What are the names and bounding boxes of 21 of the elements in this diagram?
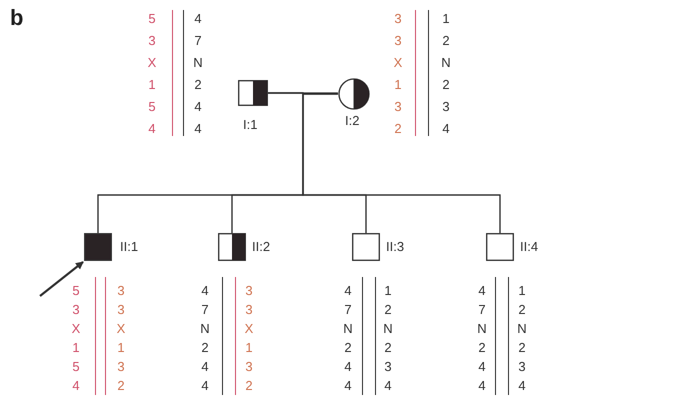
individual-label: II:2 <box>252 240 270 254</box>
panel-letter: b <box>10 6 24 30</box>
haplotype-column: 3 3 X 1 3 2 <box>392 8 404 140</box>
haplotype-column: 5 3 X 1 5 4 <box>146 8 158 140</box>
haplotype-column: 4 7 N 2 4 4 <box>342 281 354 395</box>
individual-label: II:1 <box>120 240 138 254</box>
individual-label: II:3 <box>386 240 404 254</box>
haplotype-column: 1 2 N 2 3 4 <box>382 281 394 395</box>
haplotype-column: 4 7 N 2 4 4 <box>476 281 488 395</box>
haplotype-column: 4 7 N 2 4 4 <box>199 281 211 395</box>
haplotype-column: 3 3 X 1 3 2 <box>243 281 255 395</box>
individual-label: I:1 <box>243 118 258 132</box>
haplotype-column: 1 2 N 2 3 4 <box>516 281 528 395</box>
haplotype-column: 5 3 X 1 5 4 <box>70 281 82 395</box>
haplotype-column: 3 3 X 1 3 2 <box>115 281 127 395</box>
pedigree-line <box>302 93 501 233</box>
proband-arrow <box>39 261 84 297</box>
haplotype-column: 1 2 N 2 3 4 <box>440 8 452 140</box>
individual-label: I:2 <box>345 114 360 128</box>
haplotype-column: 4 7 N 2 4 4 <box>192 8 204 140</box>
individual-label: II:4 <box>520 240 538 254</box>
